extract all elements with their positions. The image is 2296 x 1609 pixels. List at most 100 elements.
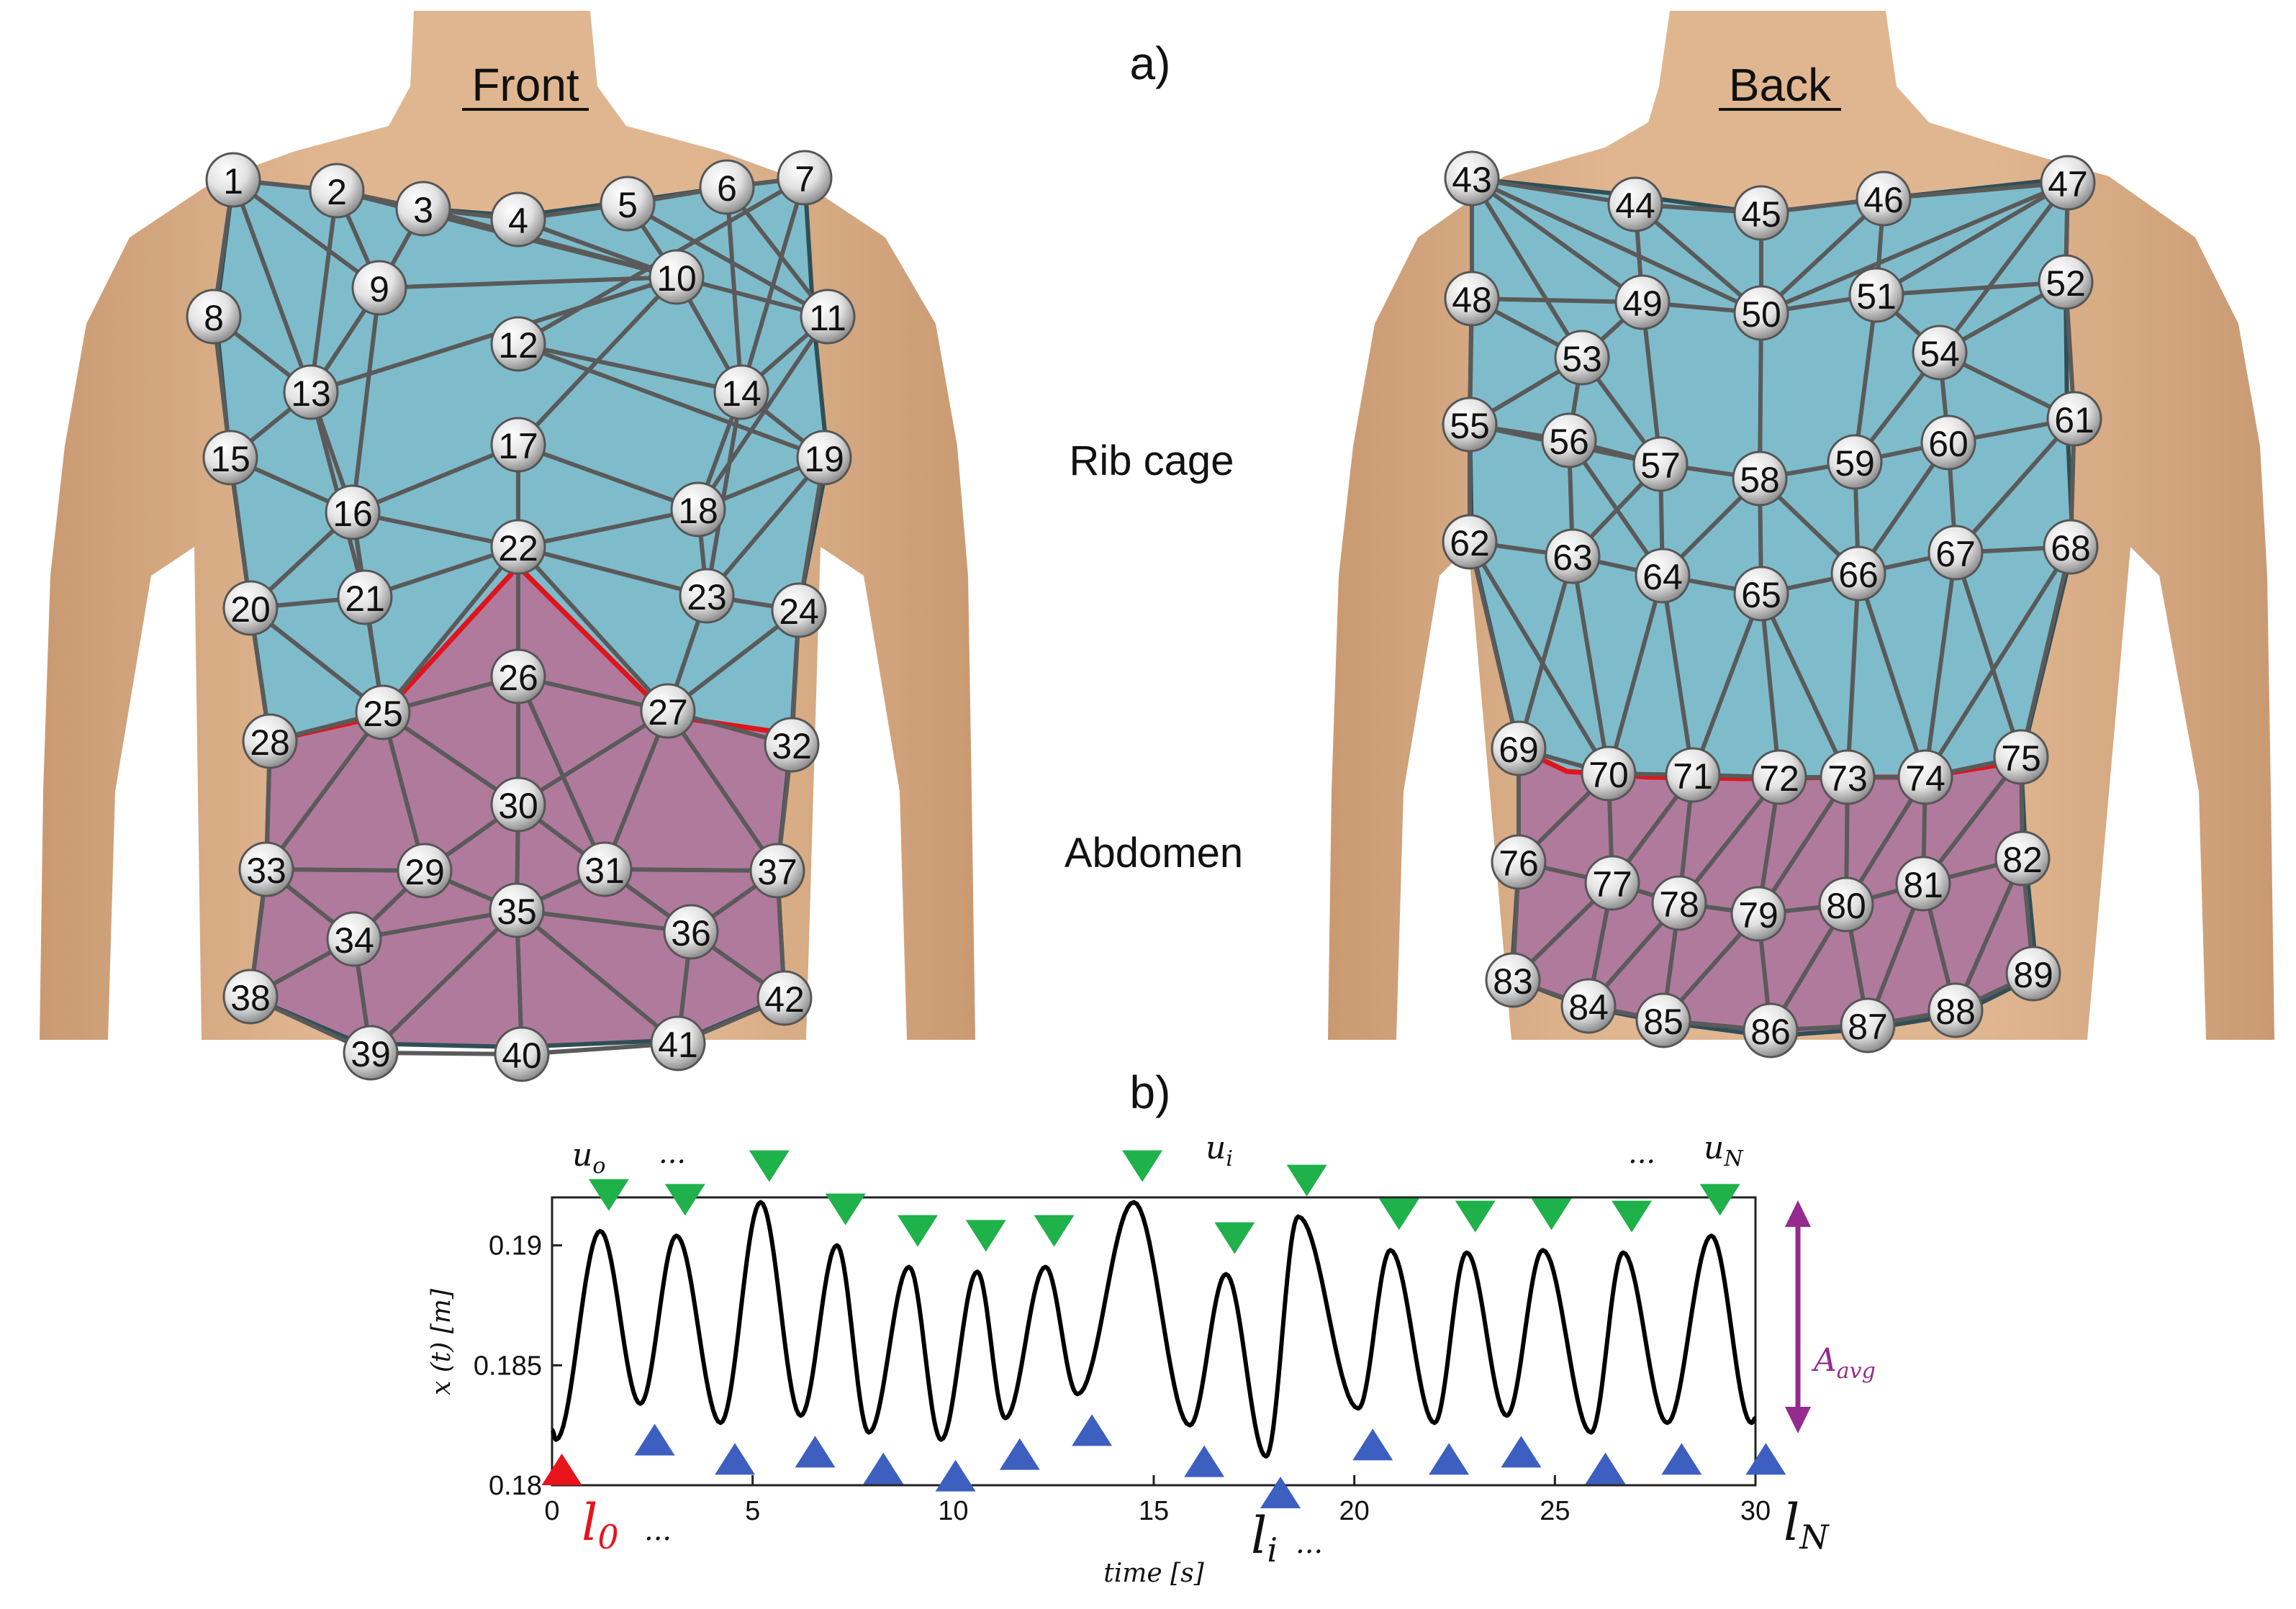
marker-sphere-icon (650, 1015, 706, 1071)
front-marker-42[interactable]: 42 (756, 970, 813, 1026)
front-marker-24[interactable]: 24 (771, 582, 827, 638)
front-marker-7[interactable]: 7 (777, 150, 833, 206)
front-marker-4[interactable]: 4 (490, 191, 546, 248)
back-marker-89[interactable]: 89 (2005, 946, 2061, 1002)
front-marker-6[interactable]: 6 (699, 159, 755, 215)
front-marker-1[interactable]: 1 (205, 152, 261, 208)
back-marker-59[interactable]: 59 (1827, 434, 1883, 490)
front-marker-27[interactable]: 27 (640, 683, 696, 739)
back-marker-85[interactable]: 85 (1635, 992, 1691, 1048)
front-marker-9[interactable]: 9 (351, 260, 407, 316)
back-marker-58[interactable]: 58 (1732, 450, 1788, 507)
front-marker-38[interactable]: 38 (222, 969, 279, 1025)
marker-label: 43 (1452, 160, 1492, 200)
back-marker-79[interactable]: 79 (1730, 886, 1786, 942)
back-marker-46[interactable]: 46 (1856, 171, 1912, 227)
back-marker-47[interactable]: 47 (2040, 155, 2096, 211)
back-marker-86[interactable]: 86 (1743, 1002, 1799, 1059)
back-marker-65[interactable]: 65 (1733, 566, 1789, 622)
back-marker-50[interactable]: 50 (1733, 285, 1789, 341)
back-marker-72[interactable]: 72 (1751, 749, 1807, 805)
front-marker-33[interactable]: 33 (238, 841, 294, 897)
back-marker-73[interactable]: 73 (1820, 749, 1876, 805)
front-marker-35[interactable]: 35 (489, 882, 545, 938)
back-marker-53[interactable]: 53 (1554, 330, 1610, 386)
back-marker-87[interactable]: 87 (1840, 997, 1896, 1053)
back-marker-60[interactable]: 60 (1920, 414, 1976, 471)
back-marker-48[interactable]: 48 (1444, 271, 1500, 327)
front-marker-5[interactable]: 5 (600, 176, 656, 232)
front-marker-37[interactable]: 37 (749, 843, 805, 899)
front-marker-13[interactable]: 13 (283, 364, 339, 420)
marker-sphere-icon (1730, 886, 1786, 942)
front-marker-14[interactable]: 14 (713, 364, 769, 420)
back-marker-68[interactable]: 68 (2043, 519, 2099, 575)
back-marker-52[interactable]: 52 (2038, 254, 2094, 310)
front-marker-22[interactable]: 22 (490, 519, 546, 575)
front-marker-26[interactable]: 26 (490, 648, 546, 704)
front-marker-16[interactable]: 16 (325, 484, 381, 540)
back-marker-43[interactable]: 43 (1444, 150, 1500, 207)
front-marker-21[interactable]: 21 (337, 569, 393, 625)
front-marker-18[interactable]: 18 (670, 481, 726, 538)
front-marker-11[interactable]: 11 (800, 289, 856, 345)
front-marker-40[interactable]: 40 (494, 1026, 550, 1082)
front-marker-12[interactable]: 12 (490, 316, 546, 372)
back-marker-49[interactable]: 49 (1614, 274, 1671, 330)
front-marker-29[interactable]: 29 (397, 843, 453, 899)
back-edge-43-49 (1470, 176, 1644, 304)
front-marker-2[interactable]: 2 (309, 163, 365, 219)
marker-label: 59 (1835, 443, 1875, 484)
back-marker-67[interactable]: 67 (1927, 525, 1984, 581)
back-marker-61[interactable]: 61 (2046, 391, 2102, 447)
front-marker-15[interactable]: 15 (202, 430, 258, 486)
marker-sphere-icon (648, 249, 705, 305)
front-marker-36[interactable]: 36 (663, 904, 719, 960)
back-marker-82[interactable]: 82 (1994, 830, 2051, 887)
back-marker-44[interactable]: 44 (1607, 176, 1663, 232)
back-marker-54[interactable]: 54 (1912, 325, 1968, 381)
back-marker-77[interactable]: 77 (1584, 855, 1640, 911)
back-marker-56[interactable]: 56 (1541, 412, 1597, 468)
front-marker-39[interactable]: 39 (343, 1025, 399, 1081)
front-marker-41[interactable]: 41 (650, 1015, 706, 1071)
marker-sphere-icon (771, 582, 827, 638)
back-marker-75[interactable]: 75 (1993, 729, 2049, 785)
back-marker-64[interactable]: 64 (1635, 548, 1691, 604)
back-marker-88[interactable]: 88 (1927, 982, 1984, 1038)
back-marker-81[interactable]: 81 (1895, 856, 1951, 912)
front-marker-23[interactable]: 23 (679, 568, 735, 624)
front-marker-19[interactable]: 19 (796, 430, 852, 486)
front-marker-34[interactable]: 34 (326, 911, 382, 967)
back-marker-76[interactable]: 76 (1491, 834, 1547, 890)
back-marker-66[interactable]: 66 (1830, 545, 1886, 602)
back-marker-55[interactable]: 55 (1442, 396, 1498, 453)
front-marker-28[interactable]: 28 (242, 713, 298, 769)
front-marker-17[interactable]: 17 (490, 417, 546, 473)
back-marker-45[interactable]: 45 (1733, 185, 1789, 241)
marker-sphere-icon (1927, 525, 1984, 581)
front-marker-10[interactable]: 10 (648, 249, 705, 305)
back-marker-83[interactable]: 83 (1485, 952, 1541, 1008)
front-marker-32[interactable]: 32 (764, 717, 820, 773)
back-marker-74[interactable]: 74 (1897, 749, 1953, 805)
back-marker-62[interactable]: 62 (1442, 514, 1498, 570)
marker-sphere-icon (1840, 997, 1896, 1053)
front-marker-25[interactable]: 25 (355, 684, 411, 740)
front-marker-20[interactable]: 20 (222, 580, 279, 636)
back-marker-70[interactable]: 70 (1581, 745, 1637, 802)
front-marker-30[interactable]: 30 (490, 776, 546, 833)
marker-sphere-icon (1895, 856, 1951, 912)
back-marker-80[interactable]: 80 (1818, 876, 1874, 933)
back-marker-84[interactable]: 84 (1560, 978, 1617, 1034)
back-marker-78[interactable]: 78 (1651, 875, 1707, 931)
back-marker-71[interactable]: 71 (1665, 747, 1721, 803)
back-marker-51[interactable]: 51 (1848, 267, 1904, 323)
front-marker-8[interactable]: 8 (186, 289, 242, 345)
back-marker-57[interactable]: 57 (1632, 436, 1689, 492)
front-marker-31[interactable]: 31 (577, 841, 633, 897)
front-marker-3[interactable]: 3 (395, 181, 451, 237)
back-marker-69[interactable]: 69 (1491, 720, 1547, 776)
back-marker-63[interactable]: 63 (1545, 528, 1601, 584)
trough-marker-4 (795, 1436, 836, 1468)
